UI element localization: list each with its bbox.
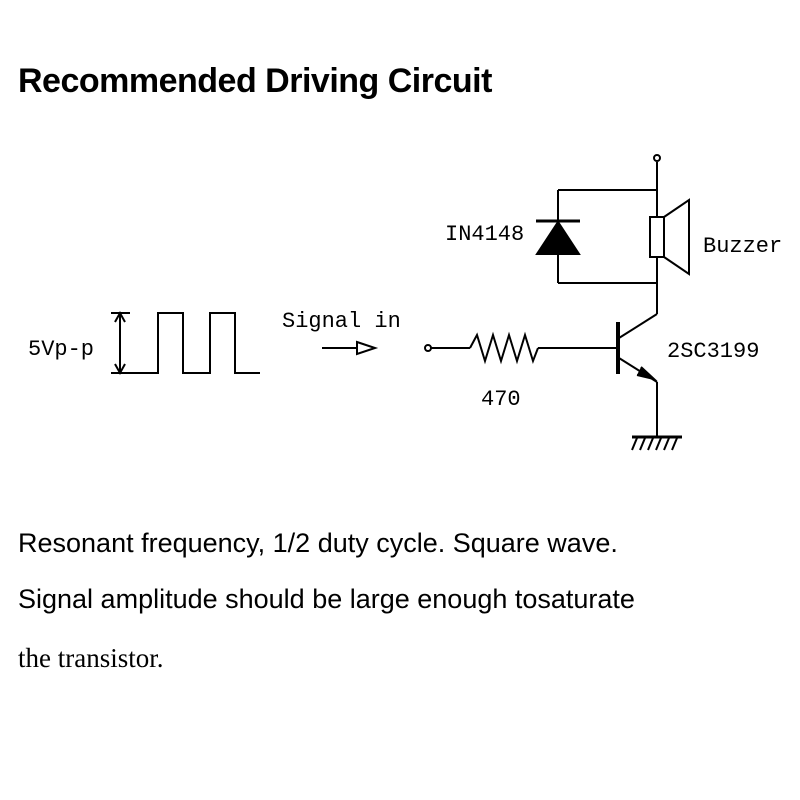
description-line-3: the transistor. — [18, 643, 164, 673]
page-title: Recommended Driving Circuit — [18, 62, 492, 100]
amplitude-marker — [111, 310, 130, 376]
resistor-470 — [469, 331, 539, 365]
signal-arrow-icon — [322, 340, 379, 356]
signal-in-label: Signal in — [282, 309, 401, 334]
input-terminal — [424, 344, 432, 352]
description-line-2: Signal amplitude should be large enough … — [18, 584, 635, 614]
diode-label: IN4148 — [445, 222, 524, 247]
diode-in4148 — [535, 219, 581, 255]
transistor-label: 2SC3199 — [667, 339, 759, 364]
transistor-2sc3199 — [616, 313, 658, 383]
vcc-terminal — [653, 154, 661, 162]
buzzer-label: Buzzer — [703, 234, 782, 259]
buzzer-icon — [649, 198, 690, 276]
description-line-1: Resonant frequency, 1/2 duty cycle. Squa… — [18, 528, 618, 558]
resistor-label: 470 — [481, 387, 521, 412]
ground-icon — [631, 435, 682, 451]
amplitude-label: 5Vp-p — [28, 337, 94, 362]
square-wave — [130, 312, 260, 374]
